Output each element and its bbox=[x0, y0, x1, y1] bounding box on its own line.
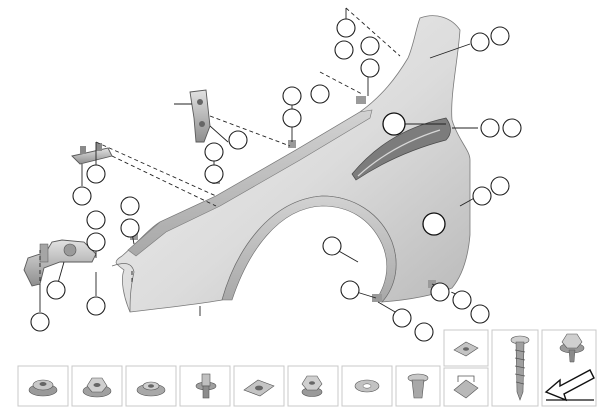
hardware-tile[interactable] bbox=[341, 365, 393, 407]
rivet-icon bbox=[195, 373, 217, 399]
hardware-strip bbox=[17, 329, 597, 407]
callout[interactable] bbox=[470, 304, 490, 324]
callout[interactable] bbox=[502, 118, 522, 138]
hardware-tile[interactable] bbox=[17, 365, 69, 407]
callout[interactable] bbox=[86, 210, 106, 230]
callout[interactable] bbox=[204, 142, 224, 162]
collar-nut-icon bbox=[28, 379, 58, 397]
callout[interactable] bbox=[490, 176, 510, 196]
hex-nut-icon bbox=[82, 377, 112, 398]
fender-mount-bracket-upper bbox=[174, 89, 211, 143]
hex-collar-nut-icon bbox=[301, 375, 323, 397]
callout[interactable] bbox=[490, 26, 510, 46]
fender-side-vent bbox=[351, 117, 451, 181]
callout[interactable] bbox=[336, 18, 356, 38]
callout[interactable] bbox=[86, 164, 106, 184]
hardware-tile[interactable] bbox=[233, 365, 285, 407]
screw-icon bbox=[510, 335, 530, 401]
washer-icon bbox=[354, 379, 380, 393]
front-fender bbox=[111, 15, 471, 313]
callout[interactable] bbox=[86, 296, 106, 316]
callout[interactable] bbox=[472, 186, 492, 206]
hardware-tile[interactable] bbox=[541, 329, 597, 407]
hardware-tile[interactable] bbox=[395, 365, 441, 407]
callout[interactable] bbox=[72, 186, 92, 206]
callout[interactable] bbox=[480, 118, 500, 138]
callout[interactable] bbox=[392, 308, 412, 328]
callout[interactable] bbox=[204, 164, 224, 184]
callout[interactable] bbox=[322, 236, 342, 256]
hardware-tile[interactable] bbox=[71, 365, 123, 407]
fender-mount-bracket-lower bbox=[23, 239, 97, 287]
callout[interactable] bbox=[334, 40, 354, 60]
callout[interactable] bbox=[360, 36, 380, 56]
speed-nut-icon bbox=[453, 341, 479, 399]
callout[interactable] bbox=[422, 212, 446, 236]
callout[interactable] bbox=[310, 84, 330, 104]
square-nut-icon bbox=[243, 379, 275, 397]
arrow-icon bbox=[544, 369, 595, 402]
callout[interactable] bbox=[86, 232, 106, 252]
callout[interactable] bbox=[46, 280, 66, 300]
callout[interactable] bbox=[430, 282, 450, 302]
hardware-tile[interactable] bbox=[491, 329, 539, 407]
callout[interactable] bbox=[282, 108, 302, 128]
hex-screw-icon bbox=[559, 333, 585, 363]
callout[interactable] bbox=[414, 322, 434, 342]
callout[interactable] bbox=[30, 312, 50, 332]
callout[interactable] bbox=[282, 86, 302, 106]
hardware-tile[interactable] bbox=[287, 365, 339, 407]
spacer-nut-icon bbox=[136, 381, 166, 397]
callout[interactable] bbox=[452, 290, 472, 310]
callout[interactable] bbox=[228, 130, 248, 150]
callout[interactable] bbox=[360, 58, 380, 78]
plastic-rivet-icon bbox=[407, 373, 429, 399]
callout[interactable] bbox=[120, 218, 140, 238]
callout-circles bbox=[30, 18, 522, 342]
callout[interactable] bbox=[120, 196, 140, 216]
callout[interactable] bbox=[470, 32, 490, 52]
hardware-tile[interactable] bbox=[179, 365, 231, 407]
fender-top-flange bbox=[127, 109, 373, 257]
hardware-tile[interactable] bbox=[443, 329, 489, 407]
callout[interactable] bbox=[340, 280, 360, 300]
hardware-tile[interactable] bbox=[125, 365, 177, 407]
callout[interactable] bbox=[382, 112, 406, 136]
